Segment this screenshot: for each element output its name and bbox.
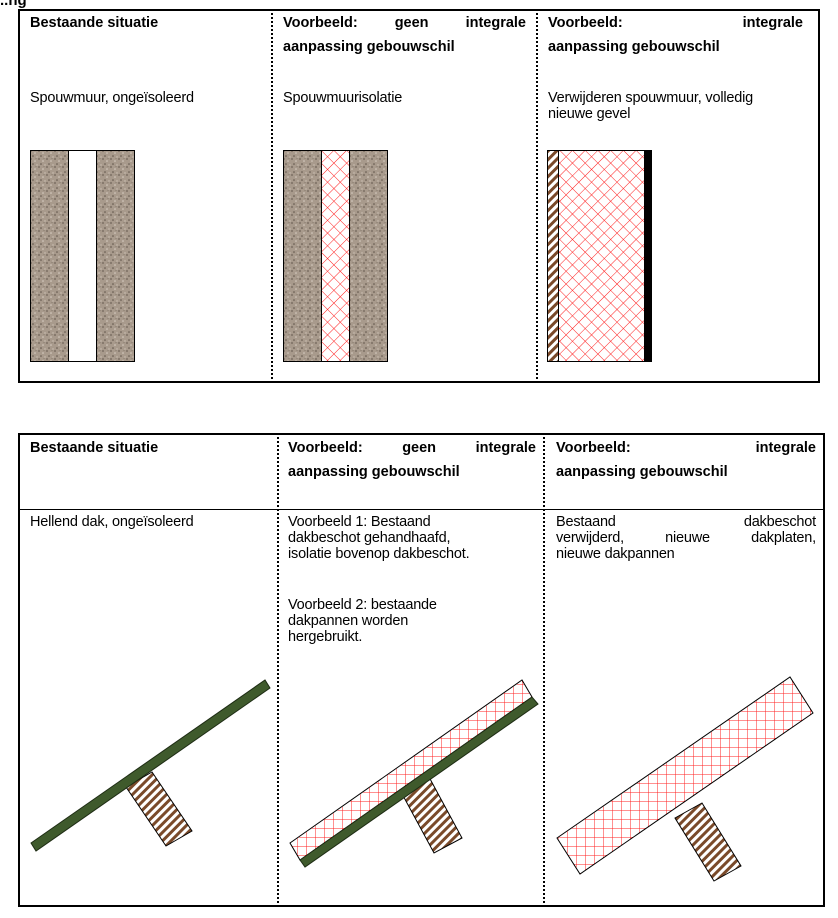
roof-col2-example1-line: isolatie bovenop dakbeschot. [288,546,470,562]
roof-table [18,433,825,907]
roof-col2-header-word: integrale [475,440,536,456]
wall-new-facade-drawing [547,150,652,362]
wall-col1-header: Bestaande situatie [30,11,262,35]
wall-col3-description-line2: nieuwe gevel [548,106,631,122]
roof-col2-header-word: geen [402,440,437,456]
roof-col2-header-word: Voorbeeld: [288,440,363,456]
roof-col2-example2-line: Voorbeeld 2: bestaande [288,597,437,613]
wall-col2-header: Voorbeeld: geen integrale aanpassing geb… [283,11,526,59]
wall-col3-header-word: integrale [742,15,803,31]
brick-leaf-outer [30,150,69,362]
roof-board [30,679,271,852]
rafter [674,802,742,882]
roof-table-divider-1 [277,433,279,907]
wall-cavity-insulated-drawing [283,150,388,362]
roof-col2-example2-line: dakpannen worden [288,613,409,629]
brick-leaf-inner [349,150,388,362]
roof-col3-header-word: Voorbeeld: [556,440,631,456]
wall-cavity-uninsulated-drawing [30,150,135,362]
brick-leaf-inner [96,150,135,362]
roof-board [299,696,539,868]
wall-col3-header: Voorbeeld: integrale aanpassing gebouwsc… [548,11,803,59]
roof-col1-header: Bestaande situatie [30,436,270,460]
roof-insulation [556,676,814,875]
roof-col2-header: Voorbeeld: geen integrale aanpassing geb… [288,436,536,484]
roof-col3-desc-word: Bestaand [556,514,616,530]
rafter [125,771,193,847]
roof-col3-desc-word: verwijderd, [556,530,624,546]
facade-inner-layer [644,150,652,362]
roof-col3-header-line2: aanpassing gebouwschil [556,464,728,480]
roof-col3-description: Bestaand dakbeschot verwijderd, nieuwe d… [556,514,816,562]
wall-col2-description: Spouwmuurisolatie [283,90,403,106]
wall-col1-header-text: Bestaande situatie [30,15,159,31]
roof-col2-example1-line: dakbeschot gehandhaafd, [288,530,451,546]
wall-col3-header-line2: aanpassing gebouwschil [548,39,720,55]
roof-col2-example1: Voorbeeld 1: Bestaand dakbeschot gehandh… [288,514,538,562]
wall-col3-header-word: Voorbeeld: [548,15,623,31]
roof-table-divider-2 [543,433,545,907]
roof-col2-example2: Voorbeeld 2: bestaande dakpannen worden … [288,597,538,645]
wall-col2-header-word: integrale [465,15,526,31]
roof-col3-header-word: integrale [755,440,816,456]
roof-col3-header: Voorbeeld: integrale aanpassing gebouwsc… [556,436,816,484]
wall-col3-description: Verwijderen spouwmuur, volledig nieuwe g… [548,90,808,122]
roof-col2-example2-line: hergebruikt. [288,629,363,645]
roof-col1-header-text: Bestaande situatie [30,440,159,456]
facade-insulation [558,150,645,362]
wall-col2-header-line2: aanpassing gebouwschil [283,39,455,55]
roof-col2-header-line2: aanpassing gebouwschil [288,464,460,480]
roof-col3-desc-word: dakbeschot [743,514,816,530]
roof-col2-example1-line: Voorbeeld 1: Bestaand [288,514,431,530]
roof-col3-desc-word: dakplaten, [751,530,816,546]
wall-col1-description: Spouwmuur, ongeïsoleerd [30,90,194,106]
roof-col1-description: Hellend dak, ongeïsoleerd [30,514,194,530]
wall-table-divider-1 [271,9,273,383]
roof-col3-desc-word: nieuwe [665,530,710,546]
wall-table-divider-2 [536,9,538,383]
wall-col2-header-word: geen [394,15,429,31]
cavity-insulation [321,150,350,362]
wall-table [18,9,820,383]
roof-col3-desc-line3: nieuwe dakpannen [556,546,675,562]
page-header-fragment: ..ng [0,0,27,9]
wall-col3-description-line1: Verwijderen spouwmuur, volledig [548,90,753,106]
roof-table-header-rule [18,509,825,510]
wall-col2-header-word: Voorbeeld: [283,15,358,31]
